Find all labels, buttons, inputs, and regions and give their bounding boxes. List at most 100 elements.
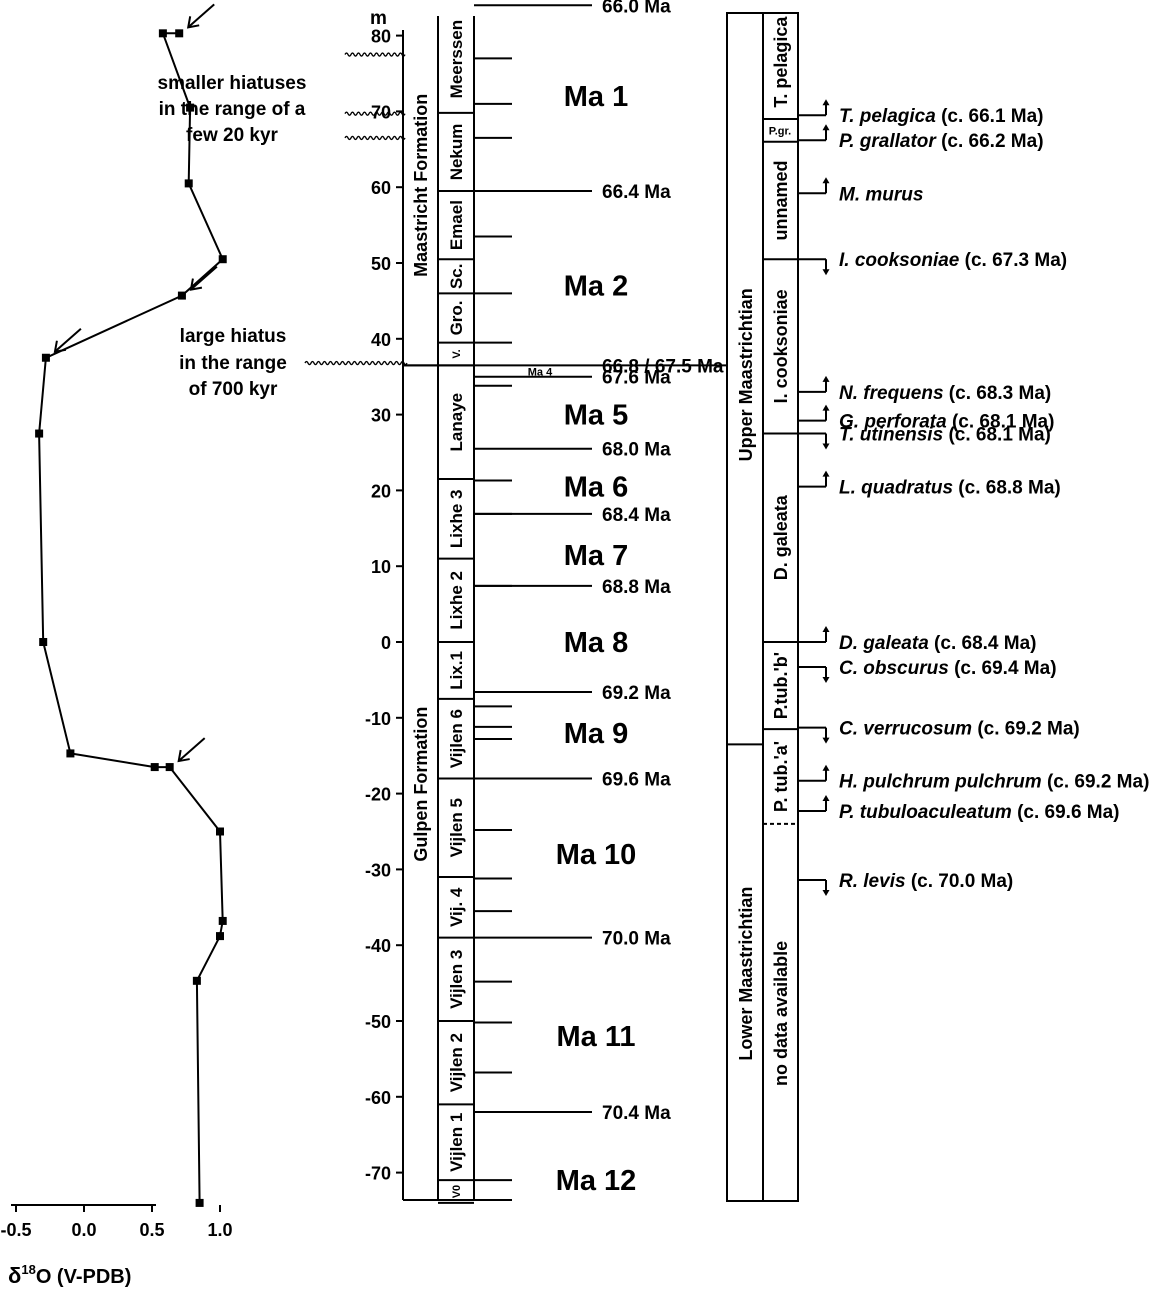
depth-tick-label: -20 <box>365 785 391 805</box>
bioevent-taxon: N. frequens <box>839 383 944 404</box>
depth-tick-label: 20 <box>371 481 391 501</box>
member-label: Vij. 4 <box>447 887 466 927</box>
zone-label: I. cooksoniae <box>771 289 791 403</box>
depth-tick-label: -40 <box>365 936 391 956</box>
arrow-shaft <box>188 3 215 28</box>
isotope-tick-label: 0.0 <box>71 1220 96 1240</box>
bioevent-age: (c. 69.4 Ma) <box>949 658 1057 679</box>
isotope-panel: 1.00.50.0-0.5-1.0 δ18O (V-PDB) <box>0 3 233 1288</box>
member-label: Lanaye <box>447 393 466 452</box>
depth-tick-label: -50 <box>365 1012 391 1032</box>
member-label: Gro. <box>447 300 466 335</box>
depth-tick-label: 0 <box>381 633 391 653</box>
isotope-data-point <box>39 638 48 646</box>
large-hiatus-note-line-1: large hiatus <box>180 326 287 347</box>
isotope-data-point <box>41 353 50 362</box>
age-label: 68.4 Ma <box>602 505 671 526</box>
isotope-data-point <box>165 763 174 772</box>
arrow-head <box>177 749 190 763</box>
depth-tick-label: -30 <box>365 860 391 880</box>
bioevent: P. grallator (c. 66.2 Ma) <box>798 124 1044 152</box>
bioevent-label: D. galeata (c. 68.4 Ma) <box>839 633 1036 654</box>
bioevent-taxon: R. levis <box>839 871 906 892</box>
arrow-shaft <box>55 327 82 352</box>
bioevent: P. tubuloaculeatum (c. 69.6 Ma) <box>798 795 1120 823</box>
cycle-label: Ma 5 <box>564 400 628 432</box>
zone-label: T. pelagica <box>771 16 791 108</box>
bioevent-taxon: P. grallator <box>839 131 937 152</box>
bioevent: L. quadratus (c. 68.8 Ma) <box>798 470 1061 499</box>
bioevent-age: (c. 66.2 Ma) <box>936 131 1044 152</box>
bioevent-taxon: I. cooksoniae <box>839 250 960 271</box>
bioevent-taxon: M. murus <box>839 184 923 205</box>
depth-tick-label: 10 <box>371 557 391 577</box>
hiatus-arrow <box>177 737 206 763</box>
cycle-label: Ma 9 <box>564 718 628 750</box>
age-label: 69.6 Ma <box>602 769 671 790</box>
member-label: Lixhe 3 <box>447 490 466 549</box>
member-label: V0 <box>451 1185 463 1198</box>
bioevent-label: I. cooksoniae (c. 67.3 Ma) <box>839 250 1067 271</box>
bioevent-arrow-head <box>822 795 830 802</box>
depth-tick-label: -60 <box>365 1088 391 1108</box>
bioevent-taxon: D. galeata <box>839 633 929 654</box>
bioevent: C. verrucosum (c. 69.2 Ma) <box>798 719 1080 744</box>
depth-tick-label: 40 <box>371 330 391 350</box>
arrow-shaft <box>191 265 218 290</box>
bioevent-arrow-head <box>822 470 830 477</box>
age-label: 66.0 Ma <box>602 0 671 17</box>
member-label: Vijlen 2 <box>447 1033 466 1092</box>
cycle-label: Ma 6 <box>564 472 628 504</box>
bioevent-arrow-head <box>822 99 830 106</box>
bioevent-age: (c. 68.8 Ma) <box>953 478 1061 499</box>
bioevent-label: C. obscurus (c. 69.4 Ma) <box>839 658 1057 679</box>
bioevent-age: (c. 67.3 Ma) <box>959 250 1067 271</box>
bioevent-arrow-head <box>822 269 830 276</box>
bioevent-label: L. quadratus (c. 68.8 Ma) <box>839 478 1061 499</box>
member-label: Meerssen <box>447 20 466 98</box>
bioevents: T. pelagica (c. 66.1 Ma)P. grallator (c.… <box>798 99 1149 897</box>
isotope-data-point <box>175 29 184 38</box>
zone-label: no data available <box>771 941 791 1086</box>
member-label: Vijlen 5 <box>447 798 466 857</box>
small-hiatus-note-line-3: few 20 kyr <box>186 125 278 146</box>
hiatus-arrow <box>53 327 82 353</box>
age-label: 68.0 Ma <box>602 440 671 461</box>
bioevent-label: M. murus <box>839 184 923 205</box>
bioevent-age: (c. 68.1 Ma) <box>943 425 1051 446</box>
isotope-data-point <box>192 976 201 985</box>
bioevent-arrow-head <box>822 737 830 744</box>
isotope-data-point <box>150 763 159 772</box>
isotope-data-points <box>35 29 227 1207</box>
depth-tick-label: -70 <box>365 1164 391 1184</box>
cycle-label-small: Ma 4 <box>528 366 553 378</box>
bioevent: T. pelagica (c. 66.1 Ma) <box>798 99 1044 127</box>
isotope-tick-label: 1.0 <box>207 1220 232 1240</box>
formation-label: Maastricht Formation <box>411 94 431 277</box>
isotope-data-point <box>184 179 193 188</box>
cycle-boundary-ticks <box>474 57 512 1182</box>
formation-label: Gulpen Formation <box>411 707 431 862</box>
zone-label: unnamed <box>771 160 791 240</box>
isotope-data-point <box>218 255 227 264</box>
bioevent-label: N. frequens (c. 68.3 Ma) <box>839 383 1051 404</box>
bioevent-age: (c. 69.2 Ma) <box>972 719 1080 740</box>
bioevent-taxon: H. pulchrum pulchrum <box>839 772 1042 793</box>
age-label: 70.0 Ma <box>602 929 671 950</box>
isotope-axis-label: δ18O (V-PDB) <box>8 1262 131 1288</box>
bioevent-label: T. utinensis (c. 68.1 Ma) <box>839 425 1051 446</box>
member-label: Vijlen 6 <box>447 709 466 768</box>
hiatus-wavy-line <box>344 52 406 57</box>
arrow-head <box>186 16 200 29</box>
bioevent-age: (c. 68.4 Ma) <box>929 633 1037 654</box>
bioevent-arrow-head <box>822 375 830 382</box>
member-label: V. <box>451 349 463 358</box>
age-label: 68.8 Ma <box>602 577 671 598</box>
cycle-label: Ma 10 <box>556 839 637 871</box>
isotope-data-point <box>66 749 75 758</box>
isotope-x-ticks: 1.00.50.0-0.5-1.0 <box>0 1205 233 1240</box>
depth-unit-label: m <box>370 8 387 29</box>
